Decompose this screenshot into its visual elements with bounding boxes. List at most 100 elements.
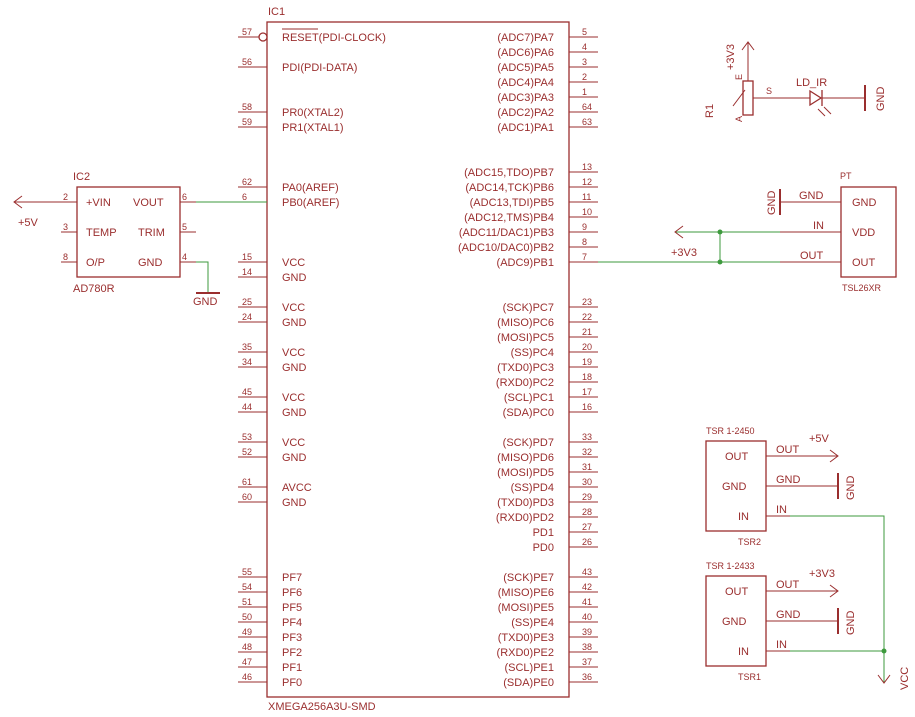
ic1-pin-num: 8 xyxy=(582,237,587,247)
led-gnd-label: GND xyxy=(875,87,887,112)
tsr1-pin-label: IN xyxy=(738,646,749,658)
r1-name: R1 xyxy=(704,104,716,118)
ic1-pin-num: 26 xyxy=(582,537,592,547)
tsr1[interactable]: TSR 1-2433 TSR1 OUT GND IN +3V3 OUT GND … xyxy=(705,561,911,690)
pt-pin-label: VDD xyxy=(852,227,875,239)
ic1-pin-num: 48 xyxy=(242,642,252,652)
ic1-pin-label: (ADC2)PA2 xyxy=(497,107,554,119)
ic1-pin-label: PF3 xyxy=(282,632,302,644)
ic1-pin-num: 37 xyxy=(582,657,592,667)
ic1-pin-label: PF4 xyxy=(282,617,302,629)
ic1-pin-num: 7 xyxy=(582,252,587,262)
ic1-pin-label: PDI(PDI-DATA) xyxy=(282,62,357,74)
ic1-pin-num: 55 xyxy=(242,567,252,577)
r1[interactable]: +3V3 E A S R1 xyxy=(704,41,810,122)
reset-inversion-bubble xyxy=(258,32,268,42)
tsr1-gnd-label: GND xyxy=(845,611,857,636)
led-emit-1 xyxy=(817,108,826,117)
ic1-pin-label: (RXD0)PD2 xyxy=(496,512,554,524)
led-name: LD_IR xyxy=(796,77,827,89)
ic1-pin-num: 28 xyxy=(582,507,592,517)
ic1-pin-label: PR0(XTAL2) xyxy=(282,107,344,119)
ic1-pin-num: 1 xyxy=(582,87,587,97)
pt-pin-label: GND xyxy=(852,197,877,209)
led[interactable]: LD_IR GND xyxy=(796,77,887,117)
ic1-pin-num: 21 xyxy=(582,327,592,337)
ic1-pin-label: (MISO)PD6 xyxy=(497,452,554,464)
ic1-pin-label: (ADC7)PA7 xyxy=(497,32,554,44)
ic1-pin-label: (MISO)PE6 xyxy=(498,587,554,599)
ic1-pin-num: 46 xyxy=(242,672,252,682)
r1-wiper-arrow xyxy=(732,89,746,107)
led-emit-2 xyxy=(823,106,832,115)
arrow-left-icon xyxy=(13,195,23,209)
pt-part: TSL26XR xyxy=(842,283,882,293)
ic1-pin-num: 14 xyxy=(242,267,252,277)
ic2-part: AD780R xyxy=(73,283,115,295)
ic1-pin-label: (ADC14,TCK)PB6 xyxy=(465,182,554,194)
pt-gnd-label: GND xyxy=(766,191,778,216)
tsr2-gnd-label: GND xyxy=(845,476,857,501)
ic1-pin-num: 20 xyxy=(582,342,592,352)
tsr2-pin-label: OUT xyxy=(725,451,749,463)
pt[interactable]: PT TSL26XR GND VDD OUT GND IN OUT GND +3… xyxy=(671,171,897,293)
ic1-pin-label: (MOSI)PC5 xyxy=(497,332,554,344)
tsr2[interactable]: TSR 1-2450 TSR2 OUT GND IN +5V OUT GND G… xyxy=(705,426,885,651)
ic2-pin-num: 2 xyxy=(63,192,68,202)
ic2-pin-label: +VIN xyxy=(86,197,111,209)
tsr1-input-label: VCC xyxy=(899,667,911,690)
tsr1-net-label: OUT xyxy=(776,579,800,591)
pt-net-label: GND xyxy=(799,190,824,202)
ic1-pin-label: (MOSI)PE5 xyxy=(498,602,554,614)
ic1-pin-num: 63 xyxy=(582,117,592,127)
ic1-pin-num: 41 xyxy=(582,597,592,607)
ic1-pin-label: (ADC13,TDI)PB5 xyxy=(470,197,554,209)
ic1-pin-num: 52 xyxy=(242,447,252,457)
ic2-pin-num: 3 xyxy=(63,222,68,232)
ic1-body xyxy=(266,21,570,698)
ic1-pin-label: PD0 xyxy=(533,542,554,554)
ic1-pin-num: 24 xyxy=(242,312,252,322)
ic1-pin-label: (SCL)PE1 xyxy=(504,662,554,674)
ic1-pin-num: 6 xyxy=(242,192,247,202)
ic1-pin-num: 4 xyxy=(582,42,587,52)
ic2[interactable]: IC2 AD780R 2 +VIN 6 VOUT 3 TEMP 5 TRIM 8… xyxy=(13,171,220,308)
led-triangle xyxy=(809,89,823,107)
ic1-part: XMEGA256A3U-SMD xyxy=(268,701,376,713)
ic1-pin-label: PF5 xyxy=(282,602,302,614)
ic1-pin-label: (ADC1)PA1 xyxy=(497,122,554,134)
ic1-pin-label: GND xyxy=(282,362,307,374)
ic1-pin-label: PR1(XTAL1) xyxy=(282,122,344,134)
ic1-pin-label: (ADC12,TMS)PB4 xyxy=(464,212,554,224)
tsr1-title: TSR 1-2433 xyxy=(706,561,755,571)
ic1-pin-num: 47 xyxy=(242,657,252,667)
tsr2-supply-label: +5V xyxy=(809,433,830,445)
ic1-pin-label: (ADC15,TDO)PB7 xyxy=(464,167,554,179)
tsr2-net-label: OUT xyxy=(776,444,800,456)
tsr1-pin-label: GND xyxy=(722,616,747,628)
ic2-gnd-wire xyxy=(196,261,209,293)
ic1-pin-num: 64 xyxy=(582,102,592,112)
tsr2-in-wire xyxy=(790,515,885,651)
ic1-pin-label: PD1 xyxy=(533,527,554,539)
ic1-pin-num: 42 xyxy=(582,582,592,592)
ic2-name: IC2 xyxy=(73,171,90,183)
ic1-pin-num: 25 xyxy=(242,297,252,307)
ic1-pin-num: 53 xyxy=(242,432,252,442)
ic1-pin-num: 58 xyxy=(242,102,252,112)
ic1-pin-label: VCC xyxy=(282,392,305,404)
ic1-pin-num: 36 xyxy=(582,672,592,682)
ic2-pin-num: 6 xyxy=(182,192,187,202)
pt-net-label: IN xyxy=(813,220,824,232)
ic1-pin-label: (SS)PD4 xyxy=(511,482,554,494)
ic1-pin-num: 39 xyxy=(582,627,592,637)
r1-pin-a: A xyxy=(734,116,744,122)
ic2-pin-label: O/P xyxy=(86,257,105,269)
ic1-pin-num: 35 xyxy=(242,342,252,352)
ic1-pin-label: GND xyxy=(282,452,307,464)
ic1-pin-label: (ADC10/DAC0)PB2 xyxy=(458,242,554,254)
ic1-pin-label: (SCL)PC1 xyxy=(504,392,554,404)
ic1-pin-label: RESET(PDI-CLOCK) xyxy=(282,32,386,44)
ic1-pin-num: 33 xyxy=(582,432,592,442)
